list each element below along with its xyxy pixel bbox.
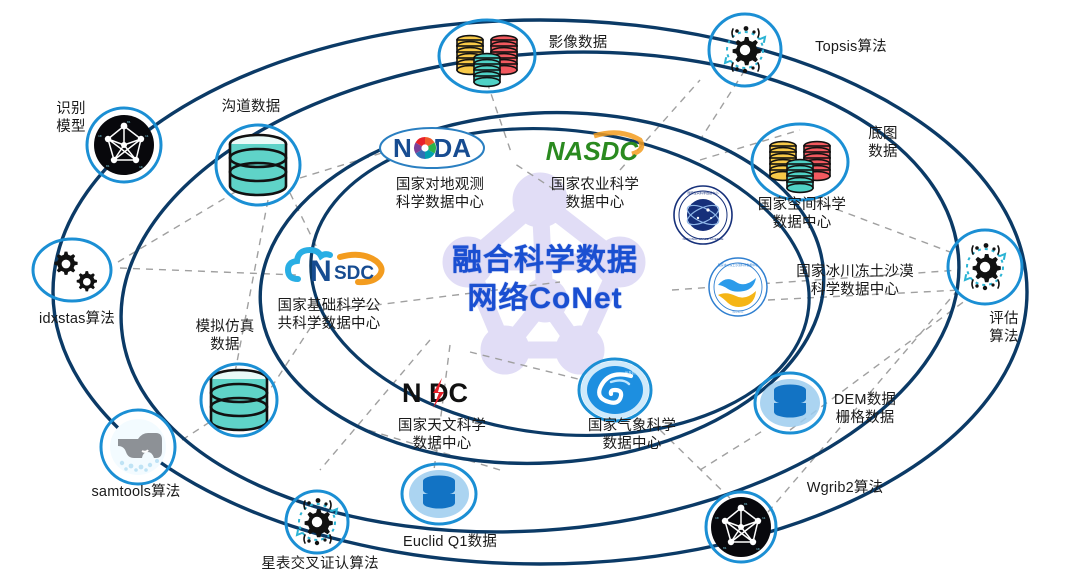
label-samtools: samtools算法 bbox=[91, 484, 181, 500]
label-nsdc: 国家基础科学公 共科学数据中心 bbox=[277, 298, 381, 333]
title-line-1: 融合科学数据 bbox=[452, 244, 638, 277]
ring-channel-data[interactable] bbox=[214, 123, 302, 207]
label-wgrib2: Wgrib2算法 bbox=[806, 480, 884, 496]
nasdc-wordmark: NASDC bbox=[546, 136, 640, 166]
label-ncdc: 国家冰川冻土沙漠 科学数据中心 bbox=[796, 264, 914, 299]
center-noda-logo[interactable]: N DA bbox=[378, 126, 486, 170]
ring-image-data[interactable] bbox=[437, 18, 537, 94]
ring-recognition-model[interactable] bbox=[85, 106, 163, 184]
outer-orbit bbox=[51, 18, 1029, 566]
inner-orbit bbox=[258, 110, 826, 466]
nsdc-sdc: SDC bbox=[334, 263, 374, 284]
label-noda: 国家对地观测 科学数据中心 bbox=[395, 177, 485, 212]
ring-wgrib2[interactable] bbox=[704, 490, 778, 564]
label-basemap-data: 底图 数据 bbox=[868, 126, 898, 161]
title-line-2: 网络CoNet bbox=[467, 282, 623, 316]
center-nasdc-logo[interactable]: NASDC bbox=[534, 128, 654, 170]
ring-euclid-q1[interactable] bbox=[400, 462, 478, 526]
ring-simulation-data[interactable] bbox=[199, 362, 279, 438]
ring-topsis[interactable] bbox=[707, 12, 783, 88]
bolt-icon bbox=[433, 378, 444, 408]
label-nasdc: 国家农业科学 数据中心 bbox=[550, 177, 640, 212]
nsdc-n: N bbox=[310, 255, 332, 288]
label-topsis: Topsis算法 bbox=[815, 39, 887, 55]
ring-eval-algorithm[interactable] bbox=[946, 228, 1024, 306]
ring-samtools[interactable] bbox=[99, 408, 177, 486]
label-nssdc: 国家空间科学 数据中心 bbox=[757, 197, 847, 232]
middle-orbit bbox=[119, 50, 961, 534]
label-dem-data: DEM数据 栅格数据 bbox=[833, 392, 897, 427]
label-recognition-model: 识别 模型 bbox=[56, 101, 86, 136]
watermark-network bbox=[442, 172, 646, 375]
cloud-shape bbox=[284, 246, 333, 282]
cloud-swoosh bbox=[337, 251, 385, 286]
label-euclid-q1: Euclid Q1数据 bbox=[402, 534, 498, 550]
inner-orbit-secondary bbox=[309, 126, 811, 438]
ring-crossmatch[interactable] bbox=[284, 489, 350, 555]
ring-basemap-data[interactable] bbox=[750, 122, 850, 202]
ring-dem-data[interactable] bbox=[753, 371, 827, 435]
ring-nmic[interactable] bbox=[577, 357, 653, 423]
label-eval-algorithm: 评估 算法 bbox=[989, 311, 1019, 346]
aperture-swirl-icon bbox=[413, 136, 437, 160]
label-crossmatch: 星表交叉证认算法 bbox=[261, 556, 379, 572]
dashed-relations bbox=[117, 69, 967, 513]
label-nmic: 国家气象科学 数据中心 bbox=[587, 418, 677, 453]
label-image-data: 影像数据 bbox=[548, 35, 608, 51]
label-nadc: 国家天文科学 数据中心 bbox=[397, 418, 487, 453]
center-nsdc-logo[interactable]: N SDC bbox=[284, 245, 402, 293]
label-idxstas: idxstas算法 bbox=[39, 311, 115, 327]
center-nadc-logo[interactable]: N DC bbox=[398, 374, 508, 412]
page-title: 融合科学数据 网络CoNet bbox=[400, 242, 690, 319]
label-simulation-data: 模拟仿真 数据 bbox=[195, 319, 255, 354]
label-channel-data: 沟道数据 bbox=[221, 99, 281, 115]
ring-idxstas[interactable] bbox=[31, 237, 113, 303]
